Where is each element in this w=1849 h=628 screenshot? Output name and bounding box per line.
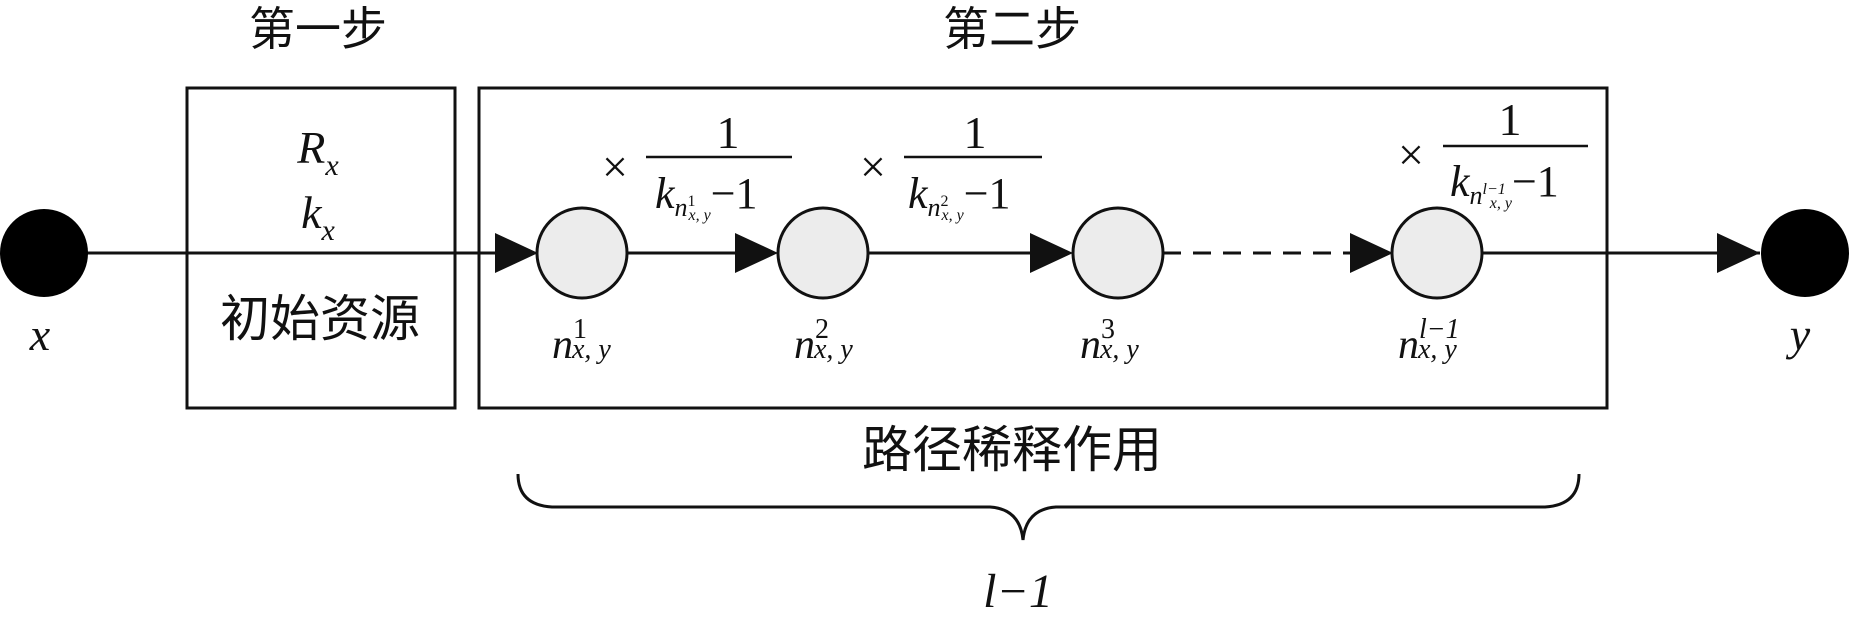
curly-brace <box>516 473 1581 541</box>
arrowhead-to-n1 <box>495 233 538 273</box>
times-sign: × <box>1398 129 1424 180</box>
target-node-label: y <box>1786 309 1811 360</box>
fraction-numerator: 1 <box>1499 94 1522 145</box>
source-node-label: x <box>29 309 51 360</box>
degree-symbol: kx <box>301 187 335 247</box>
arrowhead-to-target <box>1717 233 1760 273</box>
times-sign: × <box>602 141 628 192</box>
step1-label: 第一步 <box>249 2 387 56</box>
path-node-3 <box>1071 206 1165 300</box>
source-node <box>0 209 88 297</box>
step2-label: 第二步 <box>943 2 1081 56</box>
initial-resource-caption: 初始资源 <box>220 290 420 348</box>
fraction-numerator: 1 <box>717 107 740 158</box>
resource-symbol: Rx <box>296 122 339 182</box>
path-dilution-caption: 路径稀释作用 <box>862 421 1162 479</box>
path-node-2 <box>776 206 870 300</box>
path-node-l-minus-1 <box>1390 206 1484 300</box>
arrowhead-to-n3 <box>1030 233 1073 273</box>
target-node <box>1761 209 1849 297</box>
arrowhead-to-nl <box>1350 233 1393 273</box>
step2-box <box>477 86 1609 410</box>
brace-label: l−1 <box>983 565 1053 618</box>
path-node-1 <box>535 206 629 300</box>
arrowhead-to-n2 <box>735 233 778 273</box>
times-sign: × <box>860 141 886 192</box>
step1-box <box>185 86 457 410</box>
fraction-numerator: 1 <box>964 107 987 158</box>
